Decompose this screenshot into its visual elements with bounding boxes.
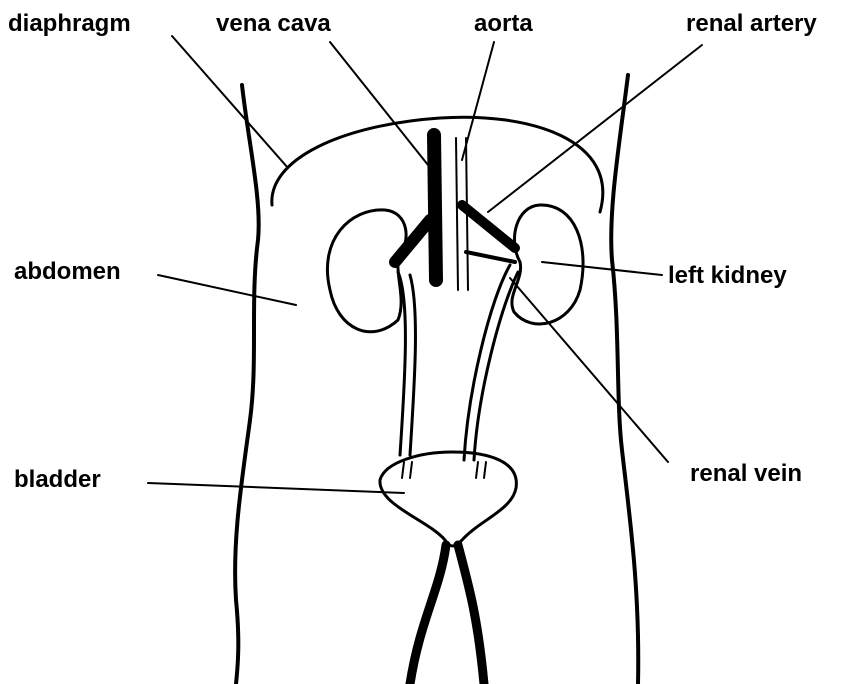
label-renal-artery: renal artery [686, 12, 817, 36]
bladder-ureter-marks [402, 462, 486, 478]
body-outline-left [235, 85, 259, 684]
body-outline-right [611, 75, 638, 684]
bladder-shape [380, 452, 516, 546]
urethra-left [410, 545, 446, 684]
label-abdomen: abdomen [14, 260, 121, 284]
ureter-left [464, 265, 518, 460]
label-vena-cava: vena cava [216, 12, 331, 36]
renal-vessel-right [395, 220, 430, 262]
leader-vena-cava [330, 42, 432, 170]
label-left-kidney: left kidney [668, 264, 787, 288]
label-renal-vein: renal vein [690, 462, 802, 486]
leader-diaphragm [172, 36, 288, 168]
urethra-right [458, 545, 484, 684]
kidney-right [327, 210, 406, 332]
leader-aorta [462, 42, 494, 160]
leader-abdomen [158, 275, 296, 305]
leader-bladder [148, 483, 404, 493]
label-aorta: aorta [474, 12, 533, 36]
label-diaphragm: diaphragm [8, 12, 131, 36]
label-bladder: bladder [14, 468, 101, 492]
leader-renal-artery [488, 45, 702, 212]
renal-vessel-left-lower [466, 252, 515, 262]
leader-renal-vein [510, 278, 668, 462]
leader-left-kidney [542, 262, 662, 275]
